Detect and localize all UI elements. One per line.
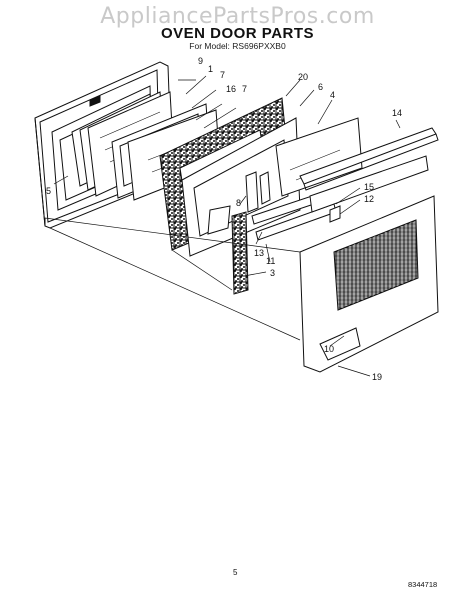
callout-label: 1 [208,64,213,74]
diagram-title: OVEN DOOR PARTS [160,25,315,42]
callout-label: 16 [226,84,236,94]
vent-bracket-15 [309,155,429,223]
guide-lines [44,217,301,341]
callout-label: 9 [198,56,203,66]
callout-label: 11 [266,256,275,266]
callout-label: 8 [236,198,241,208]
watermark: AppliancePartsPros.com [100,4,375,29]
callout-label: 20 [298,72,308,82]
gasket-strip-3 [231,211,249,295]
callout-label: 14 [392,108,402,118]
callout-label: 10 [324,344,334,354]
callout-label: 19 [372,372,382,382]
callout-labels: 9 1 7 16 7 20 6 4 14 5 8 13 11 3 15 12 1… [46,56,402,382]
callout-label: 15 [364,182,374,192]
callout-leaders [53,75,401,377]
callout-label: 13 [254,248,264,258]
callout-label: 7 [220,70,225,80]
document-number: 8344718 [408,580,438,589]
model-subtitle: For Model: RS696PXXB0 [189,41,286,51]
top-trim-14 [299,127,439,191]
callout-label: 5 [46,186,51,196]
hinge-bracket-8 [245,171,271,213]
inner-door-liner [181,117,301,257]
callout-label: 12 [364,194,374,204]
page-number: 5 [233,568,238,577]
callout-label: 4 [330,90,335,100]
outer-door-panel-19 [299,195,439,373]
callout-label: 7 [242,84,247,94]
callout-label: 3 [270,268,275,278]
callout-label: 6 [318,82,323,92]
